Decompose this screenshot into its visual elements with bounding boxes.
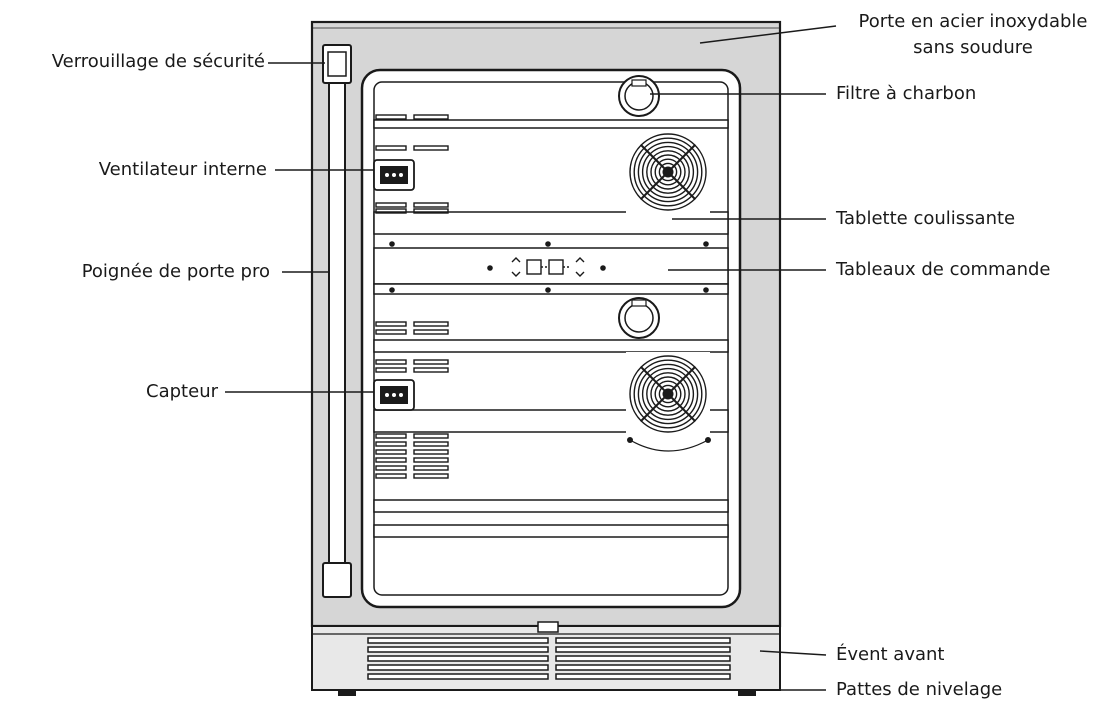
sensor-icon <box>373 379 415 411</box>
interior-vent-slots <box>375 114 449 479</box>
control-buttons <box>511 257 585 277</box>
base-latch <box>537 621 559 633</box>
shelf <box>373 339 729 353</box>
filter-icon-lower <box>618 297 660 339</box>
label-sliding-shelf: Tablette coulissante <box>836 208 1016 229</box>
label-leveling-legs: Pattes de nivelage <box>836 679 1003 700</box>
label-control-panel: Tableaux de commande <box>836 259 1051 280</box>
front-vent-grille <box>367 637 731 680</box>
label-charcoal-filter: Filtre à charbon <box>836 83 977 104</box>
fan-stand <box>629 439 709 452</box>
fan-grille-upper <box>626 130 710 214</box>
shelf <box>373 499 729 513</box>
label-sensor: Capteur <box>146 381 218 402</box>
safety-lock <box>327 51 347 77</box>
leader-lines <box>225 25 837 691</box>
label-door-line2: sans soudure <box>913 37 1033 58</box>
fan-icon <box>373 159 415 191</box>
shelf-rivets <box>389 241 709 293</box>
label-door-line1: Porte en acier inoxydable <box>858 11 1088 32</box>
leveling-legs-shapes <box>338 690 756 696</box>
control-panel-bar <box>373 247 729 285</box>
shelf <box>373 524 729 538</box>
label-safety-lock: Verrouillage de sécurité <box>51 51 265 72</box>
fan-grille-lower <box>626 352 710 436</box>
label-internal-fan: Ventilateur interne <box>98 159 267 180</box>
filter-icon <box>618 75 660 117</box>
shelf <box>373 119 729 129</box>
label-door-handle: Poignée de porte pro <box>81 261 270 282</box>
shelves <box>373 119 729 538</box>
label-front-vent: Évent avant <box>836 644 945 665</box>
shelf <box>373 283 729 295</box>
sliding-shelf <box>373 211 729 235</box>
